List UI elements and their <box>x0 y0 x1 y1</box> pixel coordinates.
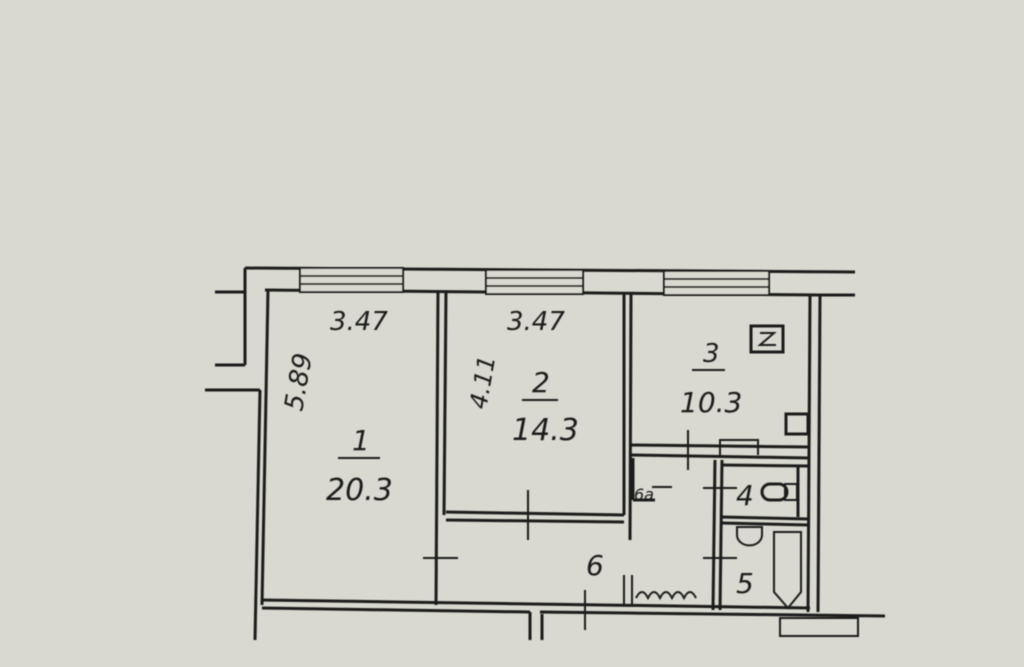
room-3-number: 3 <box>703 339 720 369</box>
toilet-icon <box>760 482 798 502</box>
room2-length-label: 4.11 <box>464 354 501 411</box>
room-5-number: 5 <box>736 567 754 600</box>
room-2-area: 14.3 <box>512 413 579 448</box>
window-room-3 <box>663 270 770 296</box>
room-4-number: 4 <box>736 479 754 512</box>
room-3-area: 10.3 <box>680 386 742 419</box>
stove-icon <box>749 324 785 354</box>
room-6-number: 6 <box>586 549 604 582</box>
interior-walls <box>260 289 886 640</box>
room-1-area: 20.3 <box>326 473 393 508</box>
room-3: 3 10.3 <box>680 339 742 419</box>
bathtub-icon <box>773 531 802 610</box>
washbasin-icon <box>736 526 763 547</box>
room-1-number: 1 <box>352 424 370 457</box>
room-6a-number: 6a <box>634 485 654 504</box>
sink-icon <box>784 412 810 436</box>
room2-width-label: 3.47 <box>507 307 565 337</box>
room1-width-label: 3.47 <box>330 307 388 337</box>
window-room-2 <box>485 269 584 295</box>
room-2: 2 14.3 <box>512 366 579 448</box>
room-2-number: 2 <box>532 366 550 399</box>
closet-shelving-icon <box>623 575 697 606</box>
kitchen-counter-icon <box>719 439 759 455</box>
door-marks <box>423 430 737 630</box>
window-room-1 <box>299 267 404 293</box>
room1-length-label: 5.89 <box>279 351 319 413</box>
room-1: 1 20.3 <box>326 424 393 508</box>
